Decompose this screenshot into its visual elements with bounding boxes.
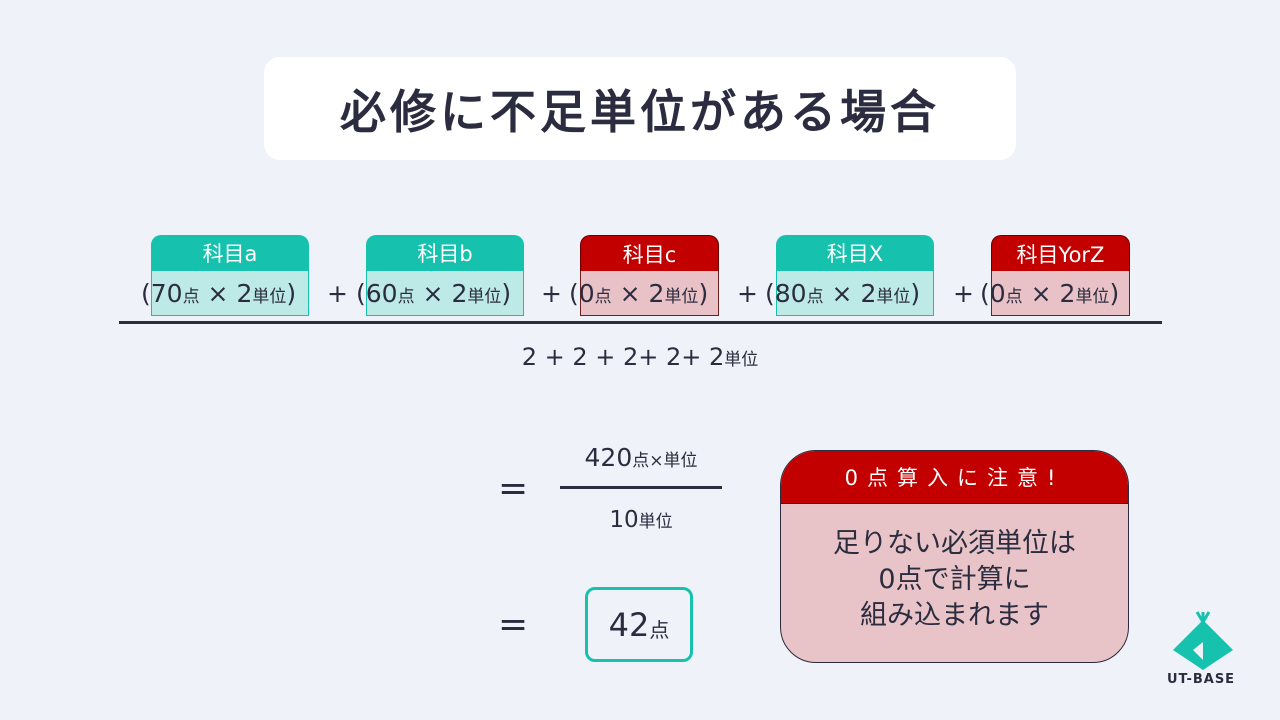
warning-heading: 0点算入に注意!: [781, 451, 1128, 504]
warning-callout: 0点算入に注意! 足りない必須単位は 0点で計算に 組み込まれます: [780, 450, 1129, 663]
warning-body: 足りない必須単位は 0点で計算に 組み込まれます: [781, 504, 1128, 634]
equals-sign: =: [498, 468, 529, 509]
equals-sign: =: [498, 604, 529, 645]
warning-line: 0点で計算に: [878, 564, 1031, 595]
plus-sign: +: [953, 279, 974, 308]
subject-x-label: 科目X: [776, 235, 934, 271]
denominator-expression: 2 + 2 + 2+ 2+ 2単位: [521, 343, 759, 371]
warning-line: 組み込まれます: [860, 600, 1049, 631]
warning-line: 足りない必須単位は: [833, 528, 1076, 559]
subject-b-label: 科目b: [366, 235, 524, 271]
subject-a-highlight: [151, 271, 309, 316]
result-fraction-bar: [560, 486, 722, 489]
term-b: (60点 × 2単位): [356, 279, 512, 308]
answer-value: 42: [608, 605, 650, 644]
subject-yorz-highlight: [991, 271, 1130, 316]
page-title: 必修に不足単位がある場合: [340, 84, 940, 139]
subject-yorz-label: 科目YorZ: [991, 235, 1130, 271]
subject-b-highlight: [366, 271, 524, 316]
result-denominator: 10単位: [609, 507, 673, 533]
term-a: (70点 × 2単位): [141, 279, 297, 308]
answer-unit: 点: [649, 618, 670, 642]
plus-sign: +: [541, 279, 562, 308]
brand-name: UT-BASE: [1166, 672, 1236, 687]
title-card: 必修に不足単位がある場合: [264, 57, 1016, 160]
subject-a-label: 科目a: [151, 235, 309, 271]
subject-c-highlight: [580, 271, 719, 316]
term-x: (80点 × 2単位): [765, 279, 921, 308]
plus-sign: +: [327, 279, 348, 308]
subject-x-highlight: [776, 271, 934, 316]
term-c: (0点 × 2単位): [569, 279, 709, 308]
term-yorz: (0点 × 2単位): [980, 279, 1120, 308]
result-numerator: 420点×単位: [584, 443, 698, 472]
fraction-bar: [119, 321, 1162, 324]
plus-sign: +: [737, 279, 758, 308]
ut-base-logo-icon: [1173, 611, 1233, 670]
subject-c-label: 科目c: [580, 235, 719, 271]
